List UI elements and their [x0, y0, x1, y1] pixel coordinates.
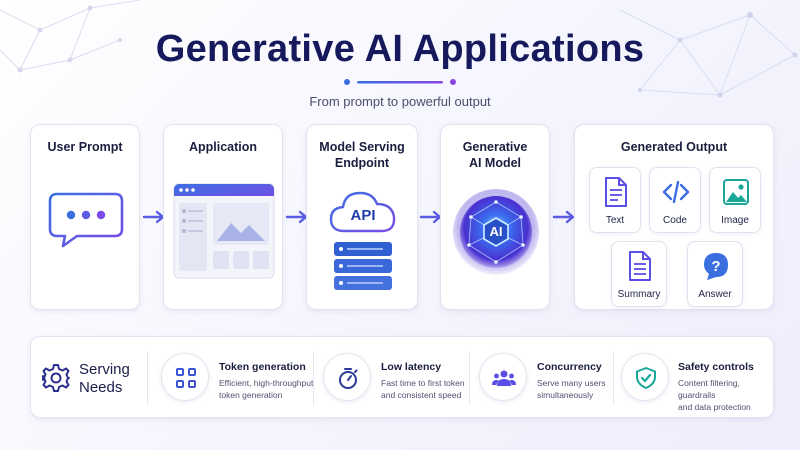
tokens-icon: [176, 368, 196, 388]
output-image-label: Image: [721, 215, 749, 226]
ai-badge-label: AI: [489, 224, 503, 239]
low-latency-title: Low latency: [381, 361, 442, 373]
serving-needs-panel: Serving Needs Token generation Efficient…: [30, 336, 774, 418]
concurrency-description: Serve many users simultaneously: [537, 378, 606, 400]
model-label-line1: Generative: [462, 140, 528, 154]
output-text-tile: Text: [589, 167, 641, 233]
svg-text:?: ?: [711, 258, 720, 275]
output-text-label: Text: [605, 215, 625, 226]
token-generation-description: Efficient, high-throughput token generat…: [219, 378, 314, 400]
stopwatch-icon: [339, 368, 358, 389]
generated-output-card: Generated Output Text Code Image: [574, 124, 774, 310]
low-latency-icon-circle: [323, 353, 371, 401]
divider: [147, 351, 148, 405]
summary-document-icon: [629, 251, 651, 281]
generated-output-label: Generated Output: [620, 140, 728, 154]
gear-icon: [42, 364, 70, 392]
serving-needs-title-line1: Serving: [79, 361, 130, 378]
users-icon: [492, 370, 516, 386]
model-serving-label-line2: Endpoint: [334, 156, 390, 170]
model-serving-endpoint-card: Model Serving Endpoint API: [306, 124, 418, 310]
safety-controls-title: Safety controls: [678, 361, 754, 373]
output-summary-tile: Summary: [611, 241, 667, 307]
divider: [313, 351, 314, 405]
output-image-tile: Image: [709, 167, 761, 233]
code-icon: [662, 180, 690, 204]
flow-arrow-4: [552, 210, 575, 224]
serving-needs-title-line2: Needs: [79, 379, 123, 396]
model-serving-label-line1: Model Serving: [319, 140, 405, 154]
low-latency-description: Fast time to first token and consistent …: [381, 378, 465, 400]
app-window-icon: [173, 183, 275, 279]
image-icon: [723, 179, 749, 205]
api-cloud-icon: [329, 191, 396, 233]
divider: [613, 351, 614, 405]
generative-ai-model-card: Generative AI Model AI: [440, 124, 550, 310]
user-prompt-label: User Prompt: [47, 140, 123, 154]
chat-bubble-icon: [48, 192, 124, 248]
question-icon: ?: [704, 253, 728, 280]
token-generation-title: Token generation: [219, 361, 306, 373]
output-summary-label: Summary: [617, 289, 661, 300]
output-code-tile: Code: [649, 167, 701, 233]
page-title: Generative AI Applications: [155, 28, 645, 70]
serving-needs-title: Serving Needs: [79, 361, 130, 397]
divider: [469, 351, 470, 405]
server-stack-icon: [334, 242, 392, 290]
ai-brain-orb-icon: [453, 189, 539, 275]
concurrency-icon-circle: [479, 353, 527, 401]
user-prompt-card: User Prompt: [30, 124, 140, 310]
application-label: Application: [188, 140, 258, 154]
model-label-line2: AI Model: [468, 156, 522, 170]
output-code-label: Code: [663, 215, 687, 226]
output-answer-label: Answer: [698, 289, 732, 300]
api-label: API: [350, 207, 376, 224]
safety-controls-description: Content filtering, guardrails and data p…: [678, 378, 751, 412]
document-icon: [605, 177, 627, 207]
safety-controls-icon-circle: [621, 353, 669, 401]
title-divider: [344, 79, 456, 85]
concurrency-title: Concurrency: [537, 361, 602, 373]
page-subtitle: From prompt to powerful output: [309, 94, 491, 109]
token-generation-icon-circle: [161, 353, 209, 401]
shield-check-icon: [636, 367, 656, 389]
output-answer-tile: ? Answer: [687, 241, 743, 307]
application-card: Application: [163, 124, 283, 310]
